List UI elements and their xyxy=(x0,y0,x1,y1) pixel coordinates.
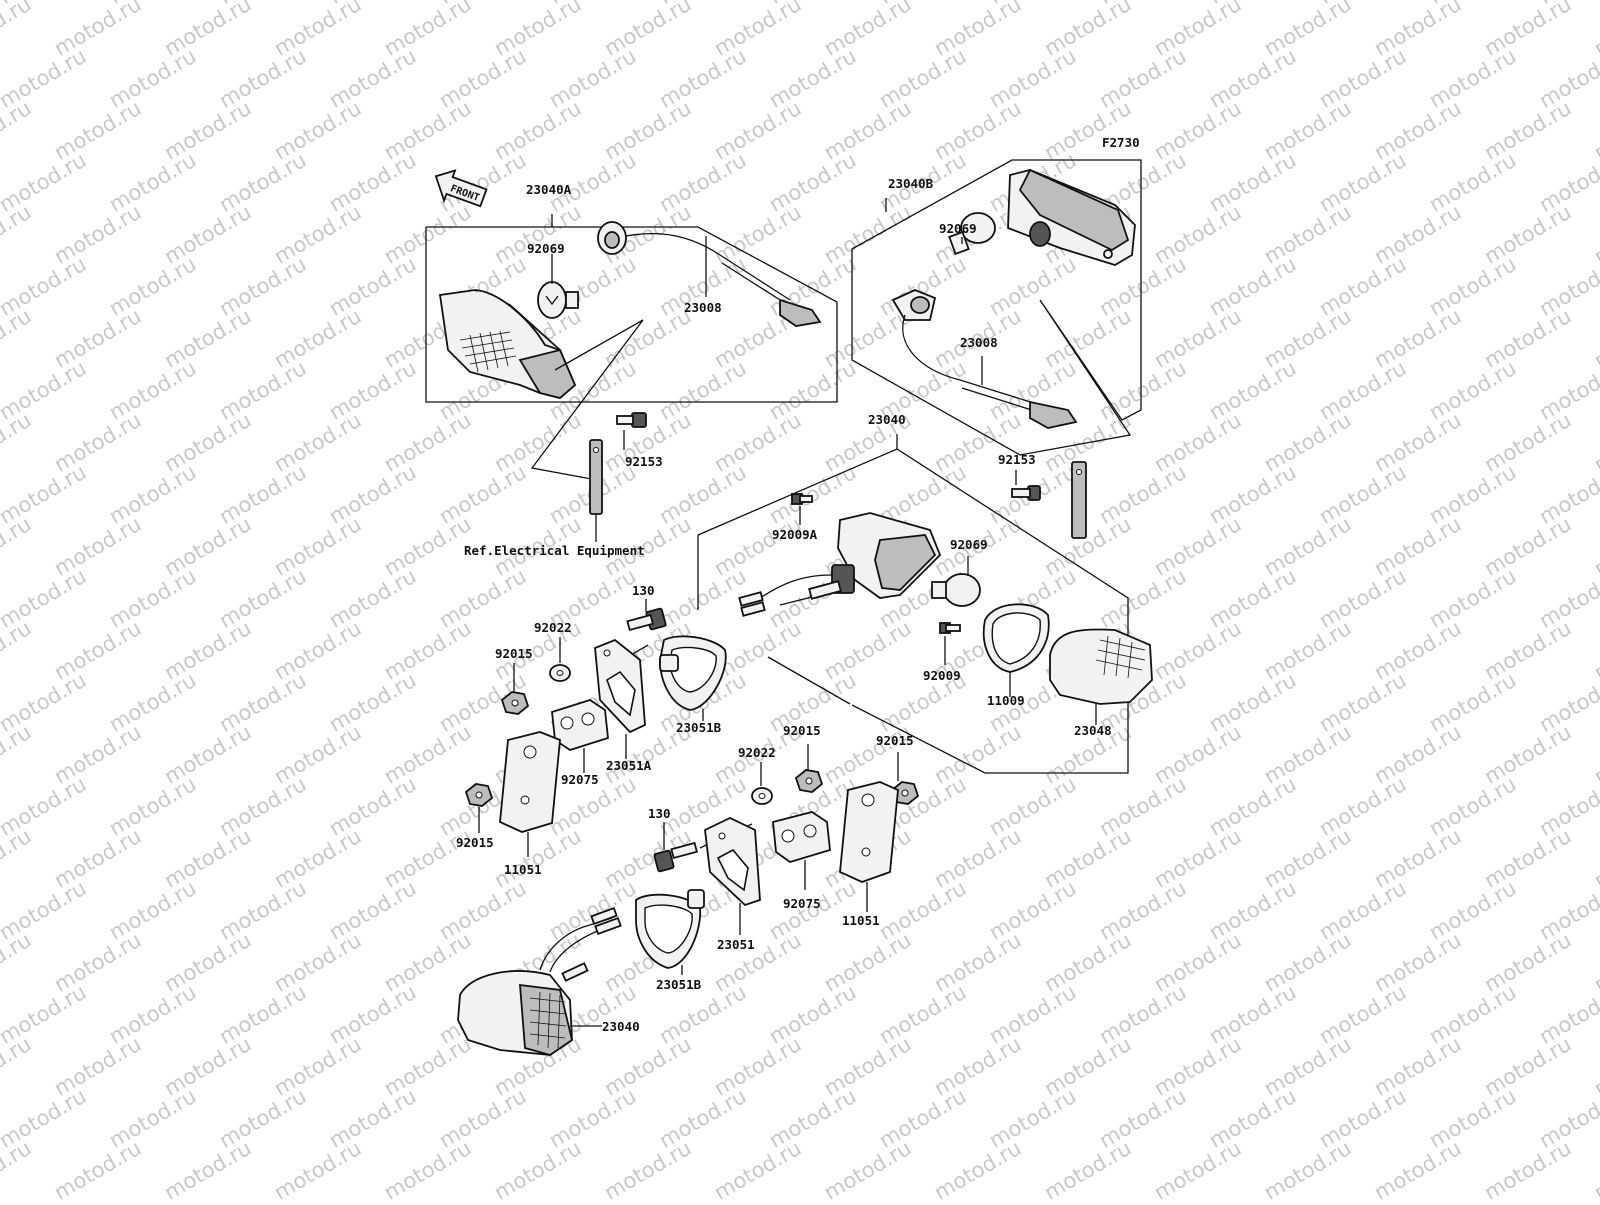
label-92075-lower: 92075 xyxy=(783,896,821,911)
label-92022-upper: 92022 xyxy=(534,620,572,635)
nut-92015-mid xyxy=(794,769,824,793)
label-130-lower: 130 xyxy=(648,806,671,821)
label-92022-lower: 92022 xyxy=(738,745,776,760)
gasket-11009 xyxy=(982,603,1050,673)
washer-92022-lower xyxy=(751,787,773,805)
damper-92075-upper xyxy=(551,699,609,751)
bracket-23051A xyxy=(594,638,646,734)
label-23008-a: 23008 xyxy=(684,300,722,315)
label-92153-right: 92153 xyxy=(998,452,1036,467)
screw-92009 xyxy=(939,622,961,634)
label-92015-upper: 92015 xyxy=(495,646,533,661)
label-92009: 92009 xyxy=(923,668,961,683)
assembly-b-box xyxy=(851,159,1142,456)
label-92069-a: 92069 xyxy=(527,241,565,256)
label-92069-b: 92069 xyxy=(939,221,977,236)
bulb-92069-b xyxy=(948,212,996,256)
figure-code: F2730 xyxy=(1102,135,1140,150)
label-92015-upper-b: 92015 xyxy=(456,835,494,850)
label-23051: 23051 xyxy=(717,937,755,952)
label-11051-upper: 11051 xyxy=(504,862,542,877)
stay-left xyxy=(589,439,603,515)
label-11009: 11009 xyxy=(987,693,1025,708)
bolt-92153-left xyxy=(616,412,647,428)
lens-23040A xyxy=(438,289,577,399)
label-130-upper: 130 xyxy=(632,583,655,598)
bulb-92069-a xyxy=(537,281,579,319)
label-23051B-lower: 23051B xyxy=(656,977,702,992)
bolt-130-upper xyxy=(626,607,667,632)
body-23040-c xyxy=(738,512,942,617)
label-11051-lower: 11051 xyxy=(842,913,880,928)
stay-right xyxy=(1071,461,1087,539)
label-23008-b: 23008 xyxy=(960,335,998,350)
lens-23048 xyxy=(1049,628,1153,705)
label-23048: 23048 xyxy=(1074,723,1112,738)
screw-92009A xyxy=(791,493,813,505)
label-23040-lower: 23040 xyxy=(602,1019,640,1034)
front-arrow-icon: FRONT xyxy=(434,169,488,208)
label-92015-right: 92015 xyxy=(876,733,914,748)
housing-23040B xyxy=(1007,168,1136,266)
grommet-23051B-lower xyxy=(635,889,705,969)
harness-23008-a xyxy=(597,221,822,327)
label-23040A: 23040A xyxy=(526,182,572,197)
nut-92015-upper-b xyxy=(464,783,494,807)
harness-23008-b xyxy=(891,289,1078,429)
plate-11051-upper xyxy=(499,731,561,833)
label-92009A: 92009A xyxy=(772,527,818,542)
damper-92075-lower xyxy=(772,811,831,863)
label-92015-mid: 92015 xyxy=(783,723,821,738)
plate-11051-lower xyxy=(839,781,899,883)
nut-92015-upper xyxy=(500,691,530,715)
label-23040-c: 23040 xyxy=(868,412,906,427)
part-labels: 23040A 92069 23008 23040B 92069 23008 92… xyxy=(456,176,1112,1034)
bolt-92153-right xyxy=(1011,485,1041,501)
label-92069-c: 92069 xyxy=(950,537,988,552)
bulb-92069-c xyxy=(931,573,981,607)
label-23051A: 23051A xyxy=(606,758,652,773)
label-92075-upper: 92075 xyxy=(561,772,599,787)
label-23040B: 23040B xyxy=(888,176,934,191)
bolt-130-lower xyxy=(653,841,698,873)
body-23040-lower xyxy=(457,906,622,1056)
washer-92022-upper xyxy=(549,664,571,682)
label-23051B-upper: 23051B xyxy=(676,720,722,735)
bracket-23051 xyxy=(704,817,761,907)
assembly-a-box xyxy=(425,214,838,403)
ref-label: Ref.Electrical Equipment xyxy=(464,543,645,558)
grommet-23051B-upper xyxy=(659,635,727,711)
label-92153-left: 92153 xyxy=(625,454,663,469)
